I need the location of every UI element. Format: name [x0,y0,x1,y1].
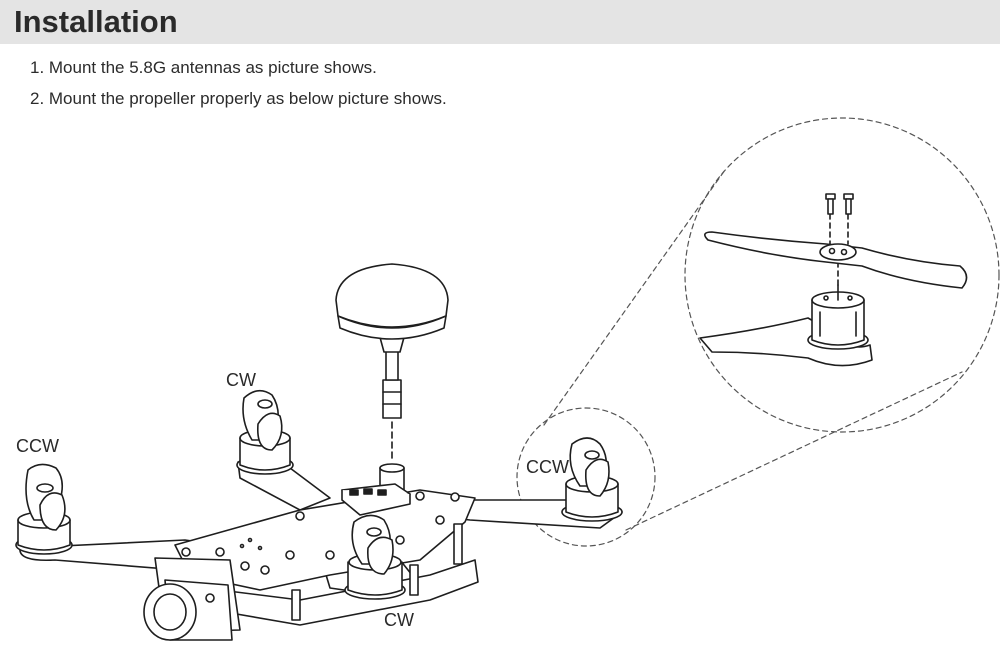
motor-cw-top [236,389,294,475]
motor-ccw-right [561,437,623,522]
instruction-step-2: 2. Mount the propeller properly as below… [30,89,447,108]
focus-circle [516,407,656,547]
header-bar: Installation [0,0,1000,44]
frame-screws [181,491,460,575]
instruction-step-1: 1. Mount the 5.8G antennas as picture sh… [30,58,377,77]
camera [143,557,241,641]
label-ccw-left: CCW [16,436,59,456]
motor-ccw-left [15,463,73,555]
label-ccw-right: CCW [526,457,569,477]
drone-frame [19,461,623,626]
vtx-module [341,483,411,516]
detail-view [699,193,968,367]
label-cw-left: CW [226,370,256,390]
label-cw-bottom: CW [384,610,414,630]
antenna-assembly [335,263,449,501]
detail-circle [684,117,1000,433]
motor-cw-bottom [344,514,406,600]
page-title: Installation [14,4,178,39]
zoom-callout [516,117,1000,547]
instruction-list: 1. Mount the 5.8G antennas as picture sh… [30,58,447,120]
frame-standoffs [291,523,463,621]
